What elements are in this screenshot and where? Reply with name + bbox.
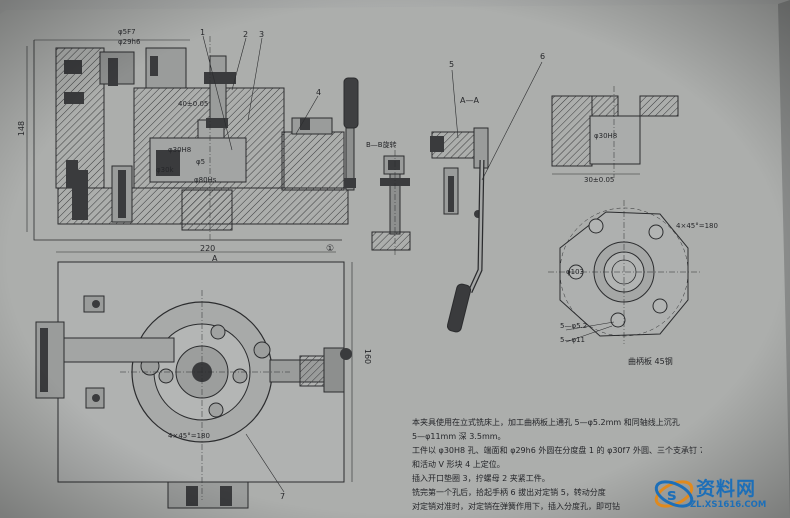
flange-holes-5-2: 5—φ5.2 [560, 322, 588, 330]
flange-phi103: φ103 [566, 268, 584, 276]
svg-text:s: s [667, 485, 677, 504]
watermark-url: ZL.XS1616.COM [690, 500, 767, 510]
note-line: 和活动 V 形块 4 上定位。 [412, 460, 505, 469]
flange-holes-11: 5—φ11 [560, 336, 585, 344]
part-number-6: 6 [540, 52, 546, 61]
part-circle-marker: ① [326, 244, 335, 254]
dim-phi30k: φ30k [156, 166, 174, 174]
note-line: 工件以 φ30H8 孔、端面和 φ29h6 外圆在分度盘 1 的 φ30f7 外… [412, 446, 702, 455]
dim-phi5: φ5 [196, 158, 206, 166]
dim-40: 40±0.05 [178, 100, 209, 108]
part-number-4: 4 [316, 88, 322, 97]
site-watermark: s 资料网 ZL.XS1616.COM [652, 474, 788, 514]
note-line: 5—φ11mm 深 3.5mm。 [412, 432, 506, 441]
dim-220: 220 [200, 244, 216, 253]
dim-148: 148 [17, 120, 27, 137]
part-number-2: 2 [243, 30, 249, 39]
dim-phi29h6: φ29h6 [118, 38, 141, 46]
flange-angle-note: 4×45°=180 [676, 222, 718, 230]
dim-phi30h8: φ30H8 [168, 146, 192, 154]
section-bb-label: B—B旋转 [366, 141, 397, 149]
watermark-text: 资料网 [696, 478, 757, 500]
flange-caption: 曲柄板 45钢 [628, 357, 673, 366]
note-line: 对定销对准时，对定销在弹簧作用下，插入分度孔，即可钻 [412, 502, 620, 511]
part-number-1: 1 [200, 28, 206, 37]
view-a-label: A [212, 254, 218, 263]
watermark-logo-icon: s [654, 480, 694, 508]
description-notes: 本夹具使用在立式铣床上，加工曲柄板上通孔 5—φ5.2mm 和同轴线上沉孔 5—… [412, 416, 702, 514]
dim-160: 160 [363, 348, 373, 365]
note-line: 铣完第一个孔后，拾起手柄 6 拔出对定销 5，转动分度 [412, 488, 606, 497]
dim-phi80: φ80Hs [194, 176, 217, 184]
dim-4x45: 4×45°=180 [168, 432, 210, 440]
flange-dim-30: 30±0.05 [584, 176, 615, 184]
note-line: 本夹具使用在立式铣床上，加工曲柄板上通孔 5—φ5.2mm 和同轴线上沉孔 [412, 418, 680, 427]
part-number-7: 7 [280, 492, 286, 501]
part-number-3: 3 [259, 30, 265, 39]
section-aa-label: A—A [460, 96, 479, 105]
flange-dim-phi30: φ30H8 [594, 132, 618, 140]
part-number-5: 5 [449, 60, 455, 69]
dim-phi5f7: φ5F7 [118, 28, 136, 36]
note-line: 插入开口垫圈 3，拧螺母 2 夹紧工件。 [412, 474, 550, 483]
